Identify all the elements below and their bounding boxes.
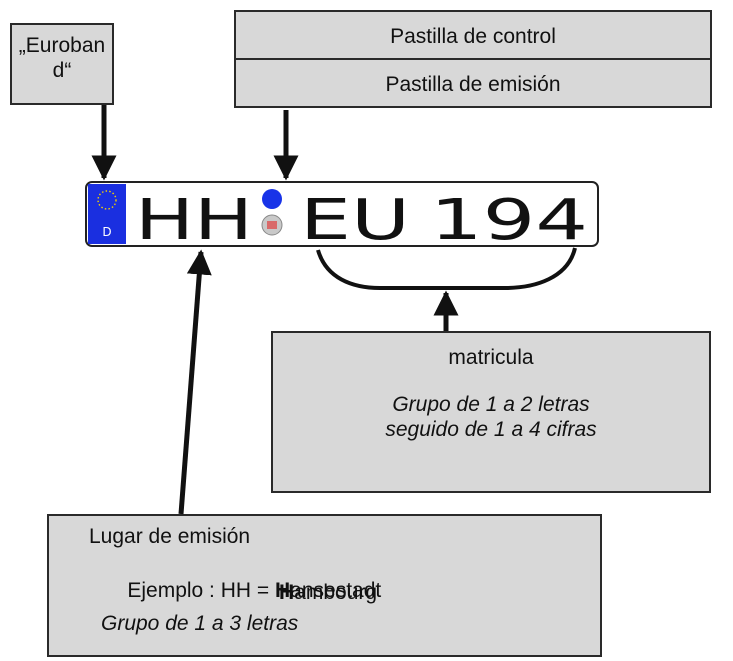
matricula-rule-line2: seguido de 1 a 4 cifras <box>385 418 597 442</box>
emission-badge-label: Pastilla de emisión <box>385 73 561 96</box>
eu-stars-icon <box>97 190 117 210</box>
plate-series: EU <box>300 188 410 253</box>
matricula-title: matricula <box>448 346 534 369</box>
lugar-word2-initial: H <box>279 581 295 604</box>
control-badge-dot <box>262 189 282 209</box>
lugar-title: Lugar de emisión <box>89 525 251 548</box>
plate-number: 194 <box>430 188 588 253</box>
matricula-rule-line1: Grupo de 1 a 2 letras <box>392 393 590 417</box>
license-plate <box>85 181 599 247</box>
plate-city-code: HH <box>135 188 253 253</box>
lugar-word1-rest: ansestadt <box>290 579 382 603</box>
euroband <box>88 184 126 244</box>
lugar-box: Lugar de emisión Ejemplo : HH = Hansesta… <box>47 514 602 657</box>
lugar-note: Grupo de 1 a 3 letras <box>101 612 299 635</box>
matricula-brace <box>316 247 577 290</box>
lugar-arrow <box>178 249 212 515</box>
euroband-label-line2: d“ <box>52 59 72 83</box>
euroband-box: „Euroban d“ <box>10 23 114 105</box>
country-code: D <box>102 225 111 239</box>
lugar-example-prefix: Ejemplo : HH = <box>127 579 275 603</box>
lugar-word2-rest: ambourg <box>294 581 378 604</box>
control-badge-box: Pastilla de control <box>234 10 712 60</box>
emission-badge-seal-icon <box>261 214 283 236</box>
emission-badge-box: Pastilla de emisión <box>234 58 712 108</box>
matricula-box: matricula Grupo de 1 a 2 letras seguido … <box>271 331 711 493</box>
euroband-label-line1: „Euroban <box>18 34 106 57</box>
control-badge-label: Pastilla de control <box>390 25 556 48</box>
lugar-word1-initial: H <box>274 579 291 603</box>
